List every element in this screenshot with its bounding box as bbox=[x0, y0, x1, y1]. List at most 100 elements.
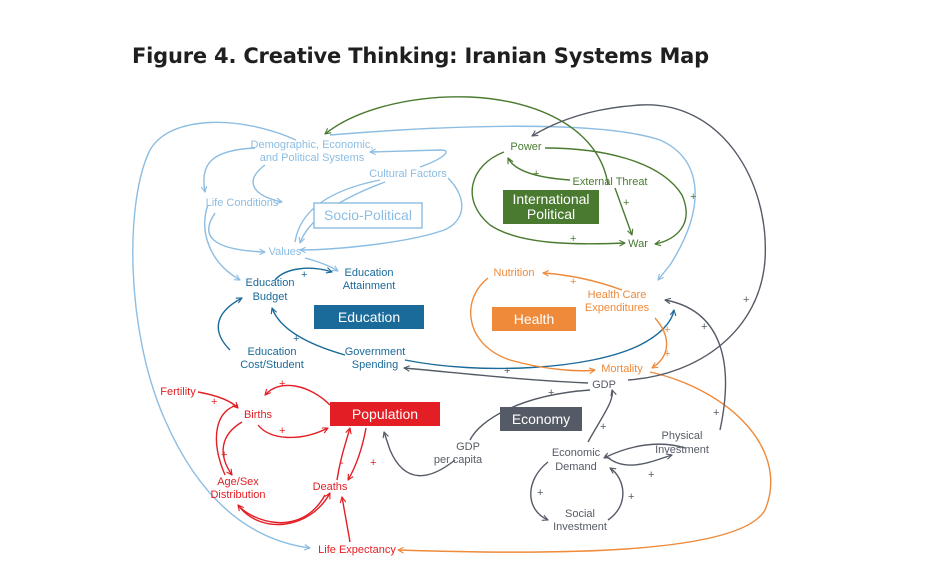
link-demographic-loop bbox=[204, 147, 256, 192]
node-econ-demand-1: Economic bbox=[552, 447, 601, 459]
polarity-marks: + + + + + + + + + + + + + + + + + + + + … bbox=[211, 168, 749, 503]
node-life-exp: Life Expectancy bbox=[318, 544, 396, 556]
node-social-inv-2: Investment bbox=[553, 521, 607, 533]
health-nodes: Nutrition Health Care Expenditures Morta… bbox=[494, 267, 650, 375]
node-gdp-pc-2: per capita bbox=[434, 454, 483, 466]
link-demographic-to-lifeexp bbox=[132, 121, 310, 548]
link-agesex-to-deaths bbox=[237, 493, 331, 526]
polarity-plus: + bbox=[743, 294, 749, 306]
link-hce-to-mortality bbox=[652, 317, 668, 368]
link-gdp-to-power bbox=[532, 104, 766, 381]
polarity-plus: + bbox=[533, 168, 539, 180]
link-values-to-attainment bbox=[304, 257, 338, 271]
population-links bbox=[197, 384, 367, 543]
node-power: Power bbox=[510, 141, 542, 153]
link-demographic-to-health bbox=[329, 125, 696, 280]
international-political-box bbox=[503, 190, 599, 224]
international-political-label-2: Political bbox=[527, 206, 575, 222]
node-external-threat: External Threat bbox=[572, 176, 647, 188]
education-links bbox=[217, 268, 674, 370]
node-mortality: Mortality bbox=[601, 363, 643, 375]
link-demographic-to-lifecond bbox=[252, 164, 282, 202]
link-power-to-threat bbox=[544, 147, 687, 244]
polarity-plus: + bbox=[690, 191, 696, 203]
link-births-to-pop bbox=[257, 424, 328, 439]
polarity-plus: + bbox=[548, 387, 554, 399]
socio-political-box bbox=[313, 202, 423, 229]
political-links bbox=[325, 96, 687, 244]
polarity-plus: + bbox=[211, 396, 217, 408]
link-phys-to-demand bbox=[604, 443, 686, 459]
polarity-plus: + bbox=[664, 348, 670, 360]
link-agesex-to-births bbox=[215, 404, 239, 476]
node-phys-inv-2: Investment bbox=[655, 444, 709, 456]
education-box bbox=[314, 305, 424, 329]
polarity-plus: + bbox=[664, 324, 670, 336]
link-threat-to-war bbox=[614, 187, 632, 235]
link-phys-to-gdp bbox=[665, 300, 727, 431]
economy-label: Economy bbox=[512, 411, 570, 427]
link-lifecond-values bbox=[208, 212, 265, 252]
link-war-to-demographic bbox=[325, 96, 609, 186]
node-nutrition: Nutrition bbox=[494, 267, 535, 279]
node-edu-budget-1: Education bbox=[246, 277, 295, 289]
link-gdp-to-gov bbox=[404, 368, 589, 384]
link-cultural-to-demographic bbox=[370, 150, 447, 168]
polarity-plus: + bbox=[623, 197, 629, 209]
node-edu-cost-1: Education bbox=[248, 346, 297, 358]
node-war: War bbox=[628, 238, 648, 250]
polarity-plus: + bbox=[301, 269, 307, 281]
link-births-to-agesex bbox=[222, 421, 243, 475]
link-gov-to-hce bbox=[404, 310, 674, 370]
economy-box bbox=[500, 407, 582, 431]
node-births: Births bbox=[244, 409, 273, 421]
node-econ-demand-2: Demand bbox=[555, 461, 597, 473]
socio-nodes: Demographic, Economic, and Political Sys… bbox=[206, 139, 448, 258]
health-label: Health bbox=[514, 311, 554, 327]
link-nutrition-to-mortality bbox=[469, 277, 595, 371]
link-demand-to-phys bbox=[604, 455, 672, 466]
node-phys-inv-1: Physical bbox=[662, 430, 703, 442]
education-label: Education bbox=[338, 309, 400, 325]
polarity-plus: + bbox=[628, 491, 634, 503]
node-hce-1: Health Care bbox=[588, 289, 647, 301]
link-deaths-to-pop bbox=[336, 428, 350, 481]
socio-political-label: Socio-Political bbox=[324, 207, 412, 223]
node-gdp-pc-1: GDP bbox=[456, 441, 480, 453]
polarity-plus: + bbox=[570, 276, 576, 288]
economy-nodes: GDP GDP per capita Economic Demand Physi… bbox=[434, 379, 709, 533]
node-age-sex-1: Age/Sex bbox=[217, 476, 259, 488]
polarity-plus: + bbox=[648, 469, 654, 481]
link-hce-to-nutrition bbox=[543, 273, 623, 291]
health-box bbox=[492, 307, 576, 331]
polarity-plus: + bbox=[221, 449, 227, 461]
international-political-label-1: International bbox=[512, 191, 589, 207]
link-budget-to-attainment bbox=[274, 268, 332, 281]
node-fertility: Fertility bbox=[160, 386, 196, 398]
link-deaths-to-agesex bbox=[238, 494, 326, 524]
population-box bbox=[330, 402, 440, 426]
node-cultural: Cultural Factors bbox=[369, 168, 447, 180]
node-hce-2: Expenditures bbox=[585, 302, 650, 314]
polarity-minus: - bbox=[340, 457, 344, 469]
link-cost-to-budget bbox=[217, 297, 242, 351]
node-life-conditions: Life Conditions bbox=[206, 197, 279, 209]
node-values: Values bbox=[269, 246, 302, 258]
link-cultural-loop bbox=[300, 177, 463, 250]
polarity-plus: + bbox=[279, 425, 285, 437]
polarity-plus: + bbox=[701, 321, 707, 333]
link-pop-to-deaths bbox=[348, 427, 367, 480]
polarity-plus: + bbox=[504, 365, 510, 377]
polarity-plus: + bbox=[600, 421, 606, 433]
economy-links bbox=[384, 104, 766, 520]
node-age-sex-2: Distribution bbox=[210, 489, 265, 501]
polarity-plus: + bbox=[293, 333, 299, 345]
link-lifeexp-to-deaths bbox=[342, 497, 351, 543]
node-gov-spend-2: Spending bbox=[352, 359, 399, 371]
link-demand-to-social bbox=[530, 461, 548, 520]
link-pop-to-births bbox=[265, 384, 331, 406]
node-gdp: GDP bbox=[592, 379, 616, 391]
polarity-plus: + bbox=[279, 378, 285, 390]
node-social-inv-1: Social bbox=[565, 508, 595, 520]
